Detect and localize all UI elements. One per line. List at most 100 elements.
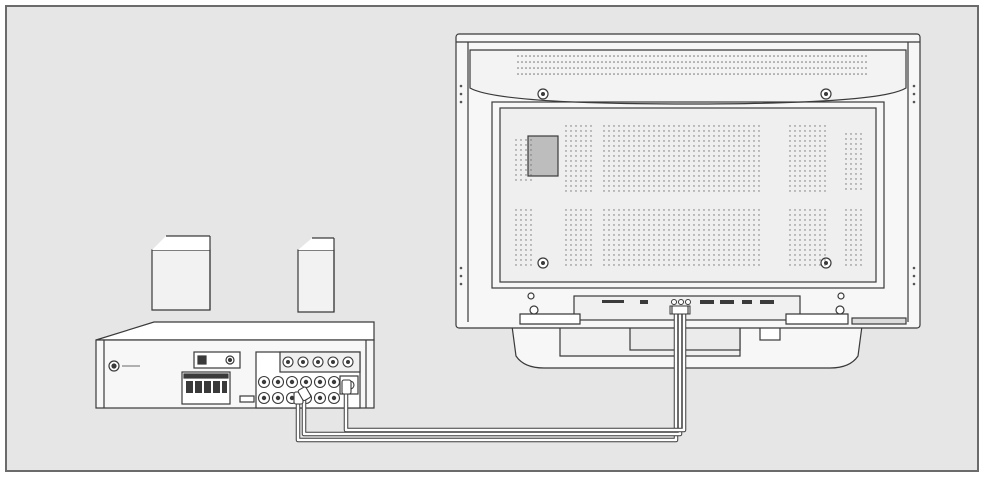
vent-hole bbox=[673, 55, 675, 57]
vent-hole bbox=[794, 140, 796, 142]
vent-hole bbox=[689, 73, 691, 75]
vent-hole bbox=[617, 61, 619, 63]
vent-hole bbox=[703, 130, 705, 132]
vent-hole bbox=[590, 259, 592, 261]
vent-hole bbox=[678, 219, 680, 221]
vent-hole bbox=[575, 190, 577, 192]
vent-hole bbox=[693, 160, 695, 162]
vent-hole bbox=[688, 185, 690, 187]
vent-hole bbox=[678, 229, 680, 231]
vent-hole bbox=[575, 150, 577, 152]
vent-hole bbox=[520, 174, 522, 176]
vent-hole bbox=[603, 160, 605, 162]
vent-hole bbox=[585, 224, 587, 226]
vent-hole bbox=[643, 135, 645, 137]
vent-hole bbox=[733, 170, 735, 172]
vent-hole bbox=[661, 61, 663, 63]
vent-hole bbox=[825, 55, 827, 57]
vent-hole bbox=[590, 229, 592, 231]
vent-hole bbox=[809, 264, 811, 266]
vent-hole bbox=[723, 165, 725, 167]
vent-hole bbox=[653, 190, 655, 192]
vent-hole bbox=[663, 249, 665, 251]
vent-hole bbox=[718, 209, 720, 211]
vent-hole bbox=[638, 254, 640, 256]
vent-hole bbox=[658, 190, 660, 192]
vent-hole bbox=[785, 55, 787, 57]
vent-hole bbox=[860, 168, 862, 170]
vent-hole bbox=[723, 140, 725, 142]
vent-hole bbox=[608, 214, 610, 216]
vent-hole bbox=[797, 61, 799, 63]
vent-hole bbox=[723, 125, 725, 127]
vent-hole bbox=[804, 259, 806, 261]
vent-hole bbox=[565, 244, 567, 246]
vent-hole bbox=[708, 170, 710, 172]
vent-hole bbox=[590, 264, 592, 266]
vent-hole bbox=[608, 145, 610, 147]
vent-hole bbox=[643, 140, 645, 142]
vent-hole bbox=[609, 61, 611, 63]
vent-hole bbox=[703, 150, 705, 152]
vent-hole bbox=[643, 185, 645, 187]
vent-hole bbox=[638, 145, 640, 147]
vent-hole bbox=[718, 249, 720, 251]
vent-hole bbox=[570, 160, 572, 162]
vent-hole bbox=[525, 67, 527, 69]
vent-hole bbox=[698, 160, 700, 162]
vent-hole bbox=[613, 170, 615, 172]
vent-hole bbox=[683, 185, 685, 187]
vent-hole bbox=[633, 264, 635, 266]
vent-hole bbox=[618, 175, 620, 177]
vent-hole bbox=[608, 254, 610, 256]
tv-side-dots bbox=[459, 84, 916, 286]
vent-hole bbox=[809, 219, 811, 221]
vent-hole bbox=[758, 165, 760, 167]
vent-hole bbox=[663, 125, 665, 127]
vent-hole bbox=[575, 214, 577, 216]
vent-hole bbox=[590, 180, 592, 182]
vent-hole bbox=[678, 224, 680, 226]
vent-hole bbox=[608, 249, 610, 251]
vent-hole bbox=[575, 185, 577, 187]
vent-hole bbox=[789, 224, 791, 226]
vent-hole bbox=[683, 249, 685, 251]
vent-hole bbox=[813, 73, 815, 75]
vent-hole bbox=[643, 150, 645, 152]
vent-hole bbox=[580, 244, 582, 246]
vent-hole bbox=[748, 185, 750, 187]
vent-hole bbox=[693, 67, 695, 69]
vent-hole bbox=[794, 249, 796, 251]
vent-hole bbox=[738, 259, 740, 261]
vent-hole bbox=[570, 229, 572, 231]
vent-hole bbox=[809, 170, 811, 172]
vent-hole bbox=[819, 239, 821, 241]
vent-hole bbox=[569, 73, 571, 75]
vent-hole bbox=[590, 150, 592, 152]
vent-hole bbox=[853, 73, 855, 75]
vent-hole bbox=[585, 125, 587, 127]
vent-hole bbox=[845, 138, 847, 140]
rca-jack-core bbox=[317, 379, 323, 385]
vent-hole bbox=[824, 160, 826, 162]
vent-hole bbox=[618, 209, 620, 211]
vent-hole bbox=[645, 55, 647, 57]
vent-hole bbox=[653, 254, 655, 256]
vent-hole bbox=[708, 145, 710, 147]
vent-hole bbox=[525, 61, 527, 63]
vent-hole bbox=[633, 175, 635, 177]
vent-hole bbox=[653, 160, 655, 162]
vent-hole bbox=[637, 67, 639, 69]
vent-hole bbox=[845, 214, 847, 216]
vent-hole bbox=[743, 254, 745, 256]
vent-hole bbox=[678, 209, 680, 211]
vent-hole bbox=[819, 135, 821, 137]
vent-hole bbox=[743, 170, 745, 172]
vent-hole bbox=[633, 180, 635, 182]
vent-hole bbox=[585, 244, 587, 246]
vent-hole bbox=[541, 55, 543, 57]
vent-hole bbox=[799, 249, 801, 251]
vent-hole bbox=[618, 239, 620, 241]
vent-hole bbox=[860, 254, 862, 256]
vent-hole bbox=[757, 73, 759, 75]
